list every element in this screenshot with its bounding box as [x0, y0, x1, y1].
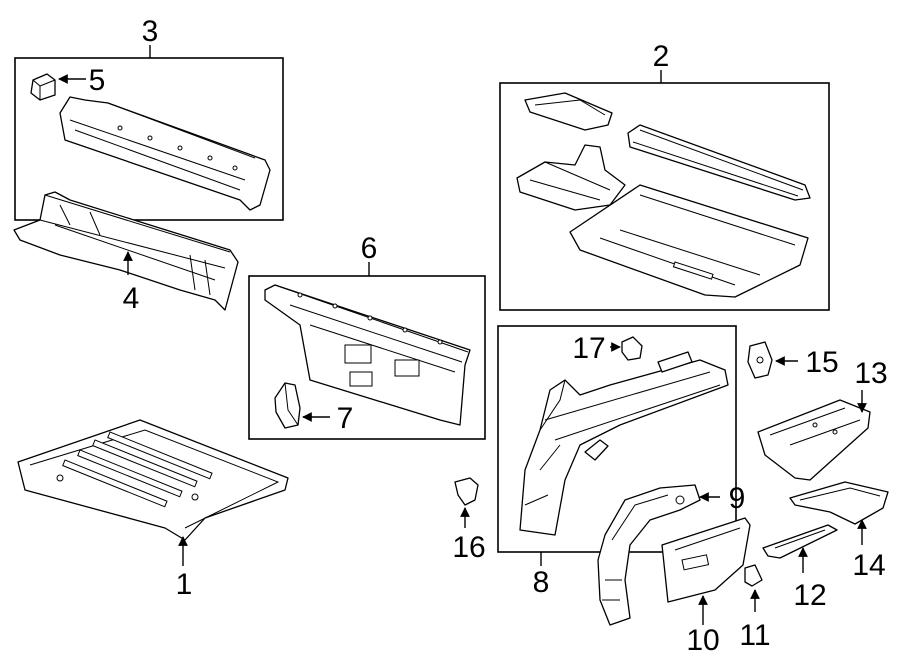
- part-16-clip[interactable]: [454, 477, 479, 506]
- group-box-6: [248, 262, 486, 440]
- callout-13: 13: [854, 357, 887, 390]
- callout-4: 4: [123, 282, 140, 315]
- callout-10: 10: [686, 624, 719, 657]
- part-2-pieces[interactable]: [516, 92, 811, 298]
- part-9-wheelhouse[interactable]: [597, 484, 701, 626]
- callout-3: 3: [142, 15, 159, 48]
- callout-1: 1: [176, 568, 193, 601]
- part-10-panel[interactable]: [661, 517, 751, 603]
- part-3-panel[interactable]: [59, 96, 271, 211]
- part-17-bracket[interactable]: [621, 336, 643, 361]
- callout-2: 2: [653, 40, 670, 73]
- part-13-panel[interactable]: [757, 399, 871, 481]
- callout-17: 17: [572, 332, 605, 365]
- part-4-panel[interactable]: [13, 191, 239, 311]
- callout-16: 16: [452, 531, 485, 564]
- callout-11: 11: [739, 619, 770, 652]
- callout-9: 9: [729, 482, 746, 515]
- part-14-panel[interactable]: [789, 481, 889, 525]
- callout-14: 14: [852, 549, 885, 582]
- part-8-rail[interactable]: [519, 359, 729, 536]
- part-1-floor[interactable]: [17, 419, 289, 541]
- callout-15: 15: [805, 346, 838, 379]
- part-6-panel[interactable]: [264, 284, 471, 426]
- group-box-3: [14, 45, 284, 221]
- part-5-bracket[interactable]: [30, 73, 56, 101]
- part-8-clip-a[interactable]: [657, 351, 693, 373]
- callout-8: 8: [533, 566, 550, 599]
- callout-6: 6: [361, 232, 378, 265]
- part-7-bracket[interactable]: [274, 382, 301, 429]
- callout-7: 7: [337, 402, 354, 435]
- part-12-brace[interactable]: [762, 524, 838, 559]
- part-15-bracket[interactable]: [747, 341, 773, 379]
- group-box-2: [499, 70, 830, 311]
- part-8-clip-b[interactable]: [584, 439, 609, 461]
- part-11-clip[interactable]: [744, 564, 763, 587]
- callout-12: 12: [793, 579, 826, 612]
- callout-5: 5: [89, 64, 106, 97]
